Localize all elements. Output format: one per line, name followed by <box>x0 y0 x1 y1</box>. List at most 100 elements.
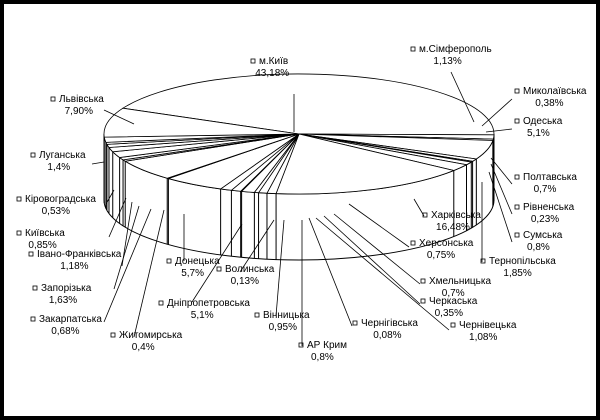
label-marker-18 <box>166 258 172 264</box>
leader-line-25 <box>91 161 105 165</box>
slice-8 <box>275 133 456 195</box>
leader-line-13 <box>308 217 353 327</box>
label-marker-22 <box>28 251 34 257</box>
label-marker-16 <box>158 300 164 306</box>
slice-name-label-23: Київська <box>25 228 65 239</box>
leader-line-15 <box>275 219 285 317</box>
label-marker-26 <box>50 96 56 102</box>
label-marker-9 <box>410 240 416 246</box>
leader-line-1 <box>450 71 475 123</box>
slice-name-label-15: Вінницька <box>263 310 310 321</box>
leader-line-2 <box>481 98 513 127</box>
label-marker-2 <box>514 88 520 94</box>
slice-value-label-25: 1,4% <box>47 162 70 173</box>
leader-line-8 <box>413 198 425 217</box>
label-marker-0 <box>250 58 256 64</box>
leader-line-17 <box>239 219 275 273</box>
slice-value-label-6: 0,8% <box>527 242 550 253</box>
label-marker-3 <box>514 118 520 124</box>
slice-name-label-2: Миколаївська <box>523 86 587 97</box>
label-marker-10 <box>420 278 426 284</box>
leader-line-6 <box>488 171 513 243</box>
slice-value-label-1: 1,13% <box>433 56 461 67</box>
slice-value-label-19: 0,4% <box>132 342 155 353</box>
label-marker-25 <box>30 152 36 158</box>
slice-value-label-2: 0,38% <box>535 98 563 109</box>
slice-name-label-5: Рівненська <box>523 202 575 213</box>
leader-line-16 <box>191 223 243 303</box>
label-marker-8 <box>422 212 428 218</box>
slice-name-label-3: Одеська <box>523 116 563 127</box>
slice-name-label-26: Львівська <box>59 94 104 105</box>
leader-lines <box>91 71 513 346</box>
label-marker-24 <box>16 196 22 202</box>
slice-value-label-5: 0,23% <box>531 214 559 225</box>
slice-name-label-1: м.Сімферополь <box>419 43 492 55</box>
slice-name-label-18: Донецька <box>175 256 220 267</box>
slice-name-label-25: Луганська <box>39 150 86 161</box>
label-marker-6 <box>514 232 520 238</box>
slice-name-label-6: Сумська <box>523 230 563 241</box>
slice-value-label-16: 5,1% <box>191 310 214 321</box>
leader-line-12 <box>315 217 450 331</box>
slice-0 <box>121 73 495 136</box>
slice-name-label-20: Закарпатська <box>39 314 102 325</box>
slice-name-label-17: Волинська <box>225 264 275 275</box>
leader-line-3 <box>485 128 513 133</box>
slice-value-label-3: 5,1% <box>527 128 550 139</box>
slice-name-label-4: Полтавська <box>523 172 577 183</box>
label-marker-15 <box>254 312 260 318</box>
slice-name-label-9: Херсонська <box>419 238 474 249</box>
slice-name-label-16: Дніпропетровська <box>167 298 250 309</box>
slice-name-label-8: Харківська <box>431 210 481 221</box>
leader-line-23 <box>108 197 127 238</box>
label-marker-21 <box>32 285 38 291</box>
slice-name-label-24: Кіровоградська <box>25 194 96 205</box>
label-marker-7 <box>480 258 486 264</box>
slice-value-label-23: 0,85% <box>28 240 56 251</box>
slice-value-label-7: 1,85% <box>503 268 531 279</box>
slice-value-label-17: 0,13% <box>231 276 259 287</box>
slice-value-label-24: 0,53% <box>42 206 70 217</box>
slice-value-label-12: 1,08% <box>469 332 497 343</box>
label-marker-14 <box>298 342 304 348</box>
slice-name-label-11: Черкаська <box>429 296 478 307</box>
label-marker-19 <box>110 332 116 338</box>
slice-name-label-13: Чернігівська <box>361 318 418 329</box>
slice-value-label-21: 1,63% <box>49 295 77 306</box>
label-marker-23 <box>16 230 22 236</box>
leader-line-11 <box>323 215 421 305</box>
leader-line-21 <box>113 205 140 290</box>
slice-name-label-19: Житомирська <box>119 330 183 341</box>
leader-line-19 <box>133 209 165 338</box>
label-marker-1 <box>410 46 416 52</box>
label-marker-20 <box>30 316 36 322</box>
slice-value-label-11: 0,35% <box>435 308 463 319</box>
leader-line-10 <box>333 213 421 285</box>
slice-value-label-26: 7,90% <box>65 106 93 117</box>
slice-value-label-9: 0,75% <box>427 250 455 261</box>
slice-value-label-22: 1,18% <box>60 261 88 272</box>
leader-line-5 <box>490 163 513 215</box>
slice-value-label-0: 43,18% <box>255 68 289 79</box>
slice-value-label-14: 0,8% <box>311 352 334 363</box>
leader-line-9 <box>348 203 410 248</box>
slice-value-label-20: 0,68% <box>51 326 79 337</box>
slice-value-label-8: 16,48% <box>436 222 470 233</box>
label-marker-13 <box>352 320 358 326</box>
leader-line-22 <box>121 201 133 267</box>
slice-value-label-15: 0,95% <box>269 322 297 333</box>
label-marker-5 <box>514 204 520 210</box>
leader-line-4 <box>490 157 513 185</box>
slice-name-label-10: Хмельницька <box>429 276 491 287</box>
slice-value-label-13: 0,08% <box>373 330 401 341</box>
slice-name-label-14: АР Крим <box>307 340 347 351</box>
label-marker-4 <box>514 174 520 180</box>
slice-name-label-0: м.Київ <box>259 56 288 67</box>
label-marker-11 <box>420 298 426 304</box>
pie-top <box>103 73 495 195</box>
leader-line-20 <box>103 208 152 323</box>
slice-name-label-7: Тернопільська <box>489 256 556 267</box>
